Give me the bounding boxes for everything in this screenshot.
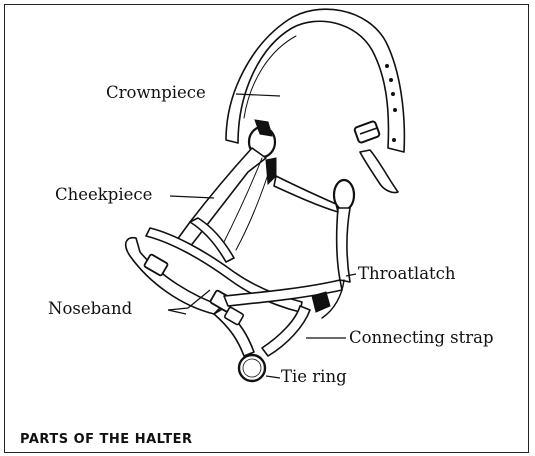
label-connecting-strap: Connecting strap	[349, 330, 494, 347]
label-crownpiece: Crownpiece	[106, 85, 206, 102]
keeper-left	[255, 120, 272, 136]
label-tie-ring: Tie ring	[281, 369, 347, 386]
label-noseband: Noseband	[48, 301, 132, 318]
buckle	[354, 121, 380, 144]
leader-noseband-lower	[168, 310, 186, 314]
noseband-buckles	[144, 254, 244, 325]
tie-ring-inner	[243, 359, 261, 377]
leader-tie-ring	[266, 376, 280, 378]
leader-cheekpiece	[170, 196, 214, 198]
strap-tip	[360, 150, 398, 193]
figure-caption: PARTS OF THE HALTER	[20, 432, 193, 447]
label-throatlatch: Throatlatch	[358, 266, 456, 283]
inner-strap	[274, 176, 338, 212]
cheekpiece-strap	[174, 148, 272, 252]
label-cheekpiece: Cheekpiece	[55, 187, 152, 204]
